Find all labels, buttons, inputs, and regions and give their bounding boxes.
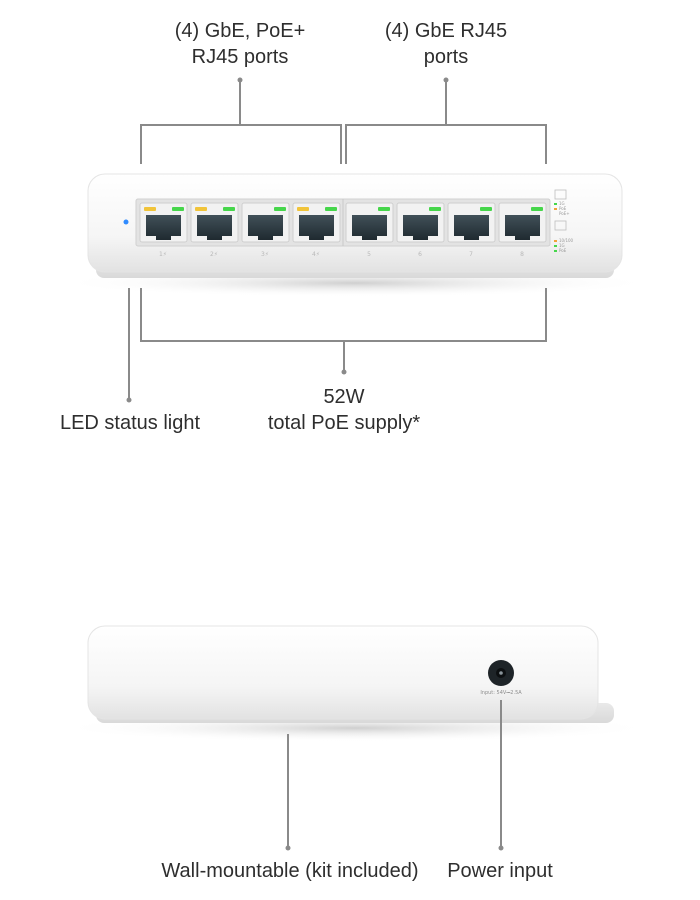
port-label-2: 2⚡ xyxy=(210,251,218,258)
port-7-green-led xyxy=(480,207,492,211)
port-5-green-led xyxy=(378,207,390,211)
legend-green-swatch-1 xyxy=(554,203,557,205)
rj45-ports-label-line1: (4) GbE RJ45 xyxy=(384,20,508,42)
led-status-light xyxy=(123,219,129,225)
led-callout-dot xyxy=(126,397,132,403)
legend-text-1: 1G xyxy=(559,201,565,206)
legend-text-4: 10/100 xyxy=(559,238,574,243)
wall-mount-callout-dot xyxy=(285,845,291,851)
legend-amber-swatch-2 xyxy=(554,240,557,242)
poe-supply-bracket-dot xyxy=(341,369,347,375)
legend-text-6: PoE xyxy=(559,248,567,253)
port-2-green-led xyxy=(223,207,235,211)
rj45-ports-bracket xyxy=(345,80,547,164)
port-4-amber-led xyxy=(297,207,309,211)
port-6 xyxy=(396,202,445,243)
port-label-4: 4⚡ xyxy=(312,251,320,258)
port-5 xyxy=(345,202,394,243)
port-3 xyxy=(241,202,290,243)
legend-text-5: 1G xyxy=(559,243,565,248)
port-label-1: 1⚡ xyxy=(159,251,167,258)
power-jack xyxy=(488,660,514,686)
port-7 xyxy=(447,202,496,243)
port-2 xyxy=(190,202,239,243)
port-label-5: 5 xyxy=(367,251,371,258)
switch-back-view xyxy=(55,625,655,742)
legend-green-swatch-3 xyxy=(554,250,557,252)
legend-poe-icon xyxy=(554,189,567,200)
poe-supply-label: 52W total PoE supply* xyxy=(244,384,444,436)
port-label-6: 6 xyxy=(418,251,422,258)
port-1-green-led xyxy=(172,207,184,211)
rj45-ports-bracket-dot xyxy=(443,77,449,83)
poe-ports-label-line2: RJ45 ports xyxy=(191,46,289,68)
legend-green-swatch-2 xyxy=(554,245,557,247)
power-rating-label: Input: 54V⎓2.5A xyxy=(480,690,522,696)
port-2-amber-led xyxy=(195,207,207,211)
poe-supply-label-line1: 52W xyxy=(323,386,365,408)
wall-mount-label: Wall-mountable (kit included) xyxy=(161,860,419,882)
port-8-green-led xyxy=(531,207,543,211)
legend-port-icon xyxy=(554,220,567,231)
port-4-green-led xyxy=(325,207,337,211)
poe-ports-label-line1: (4) GbE, PoE+ xyxy=(174,20,306,42)
legend-text-3: PoE+ xyxy=(559,211,570,216)
status-legend: 1G PoE PoE+ 10/100 1G PoE xyxy=(554,189,574,253)
port-8 xyxy=(498,202,547,243)
port-1-amber-led xyxy=(144,207,156,211)
poe-ports-bracket xyxy=(140,80,342,164)
power-input-label: Power input xyxy=(447,860,553,882)
port-3-green-led xyxy=(274,207,286,211)
port-label-3: 3⚡ xyxy=(261,251,269,258)
port-4 xyxy=(292,202,341,243)
led-status-label: LED status light xyxy=(59,412,201,434)
port-label-7: 7 xyxy=(469,251,473,258)
port-1 xyxy=(139,202,188,243)
legend-amber-swatch-1 xyxy=(554,208,557,210)
poe-supply-label-line2: total PoE supply* xyxy=(267,412,421,434)
poe-ports-label: (4) GbE, PoE+ RJ45 ports xyxy=(140,18,340,70)
poe-supply-bracket xyxy=(140,288,547,372)
poe-ports-bracket-dot xyxy=(237,77,243,83)
rj45-ports-label: (4) GbE RJ45 ports xyxy=(356,18,536,70)
legend-text-2: PoE xyxy=(559,206,567,211)
power-input-callout-dot xyxy=(498,845,504,851)
port-6-green-led xyxy=(429,207,441,211)
port-label-8: 8 xyxy=(520,251,524,258)
rj45-ports-label-line2: ports xyxy=(423,46,469,68)
